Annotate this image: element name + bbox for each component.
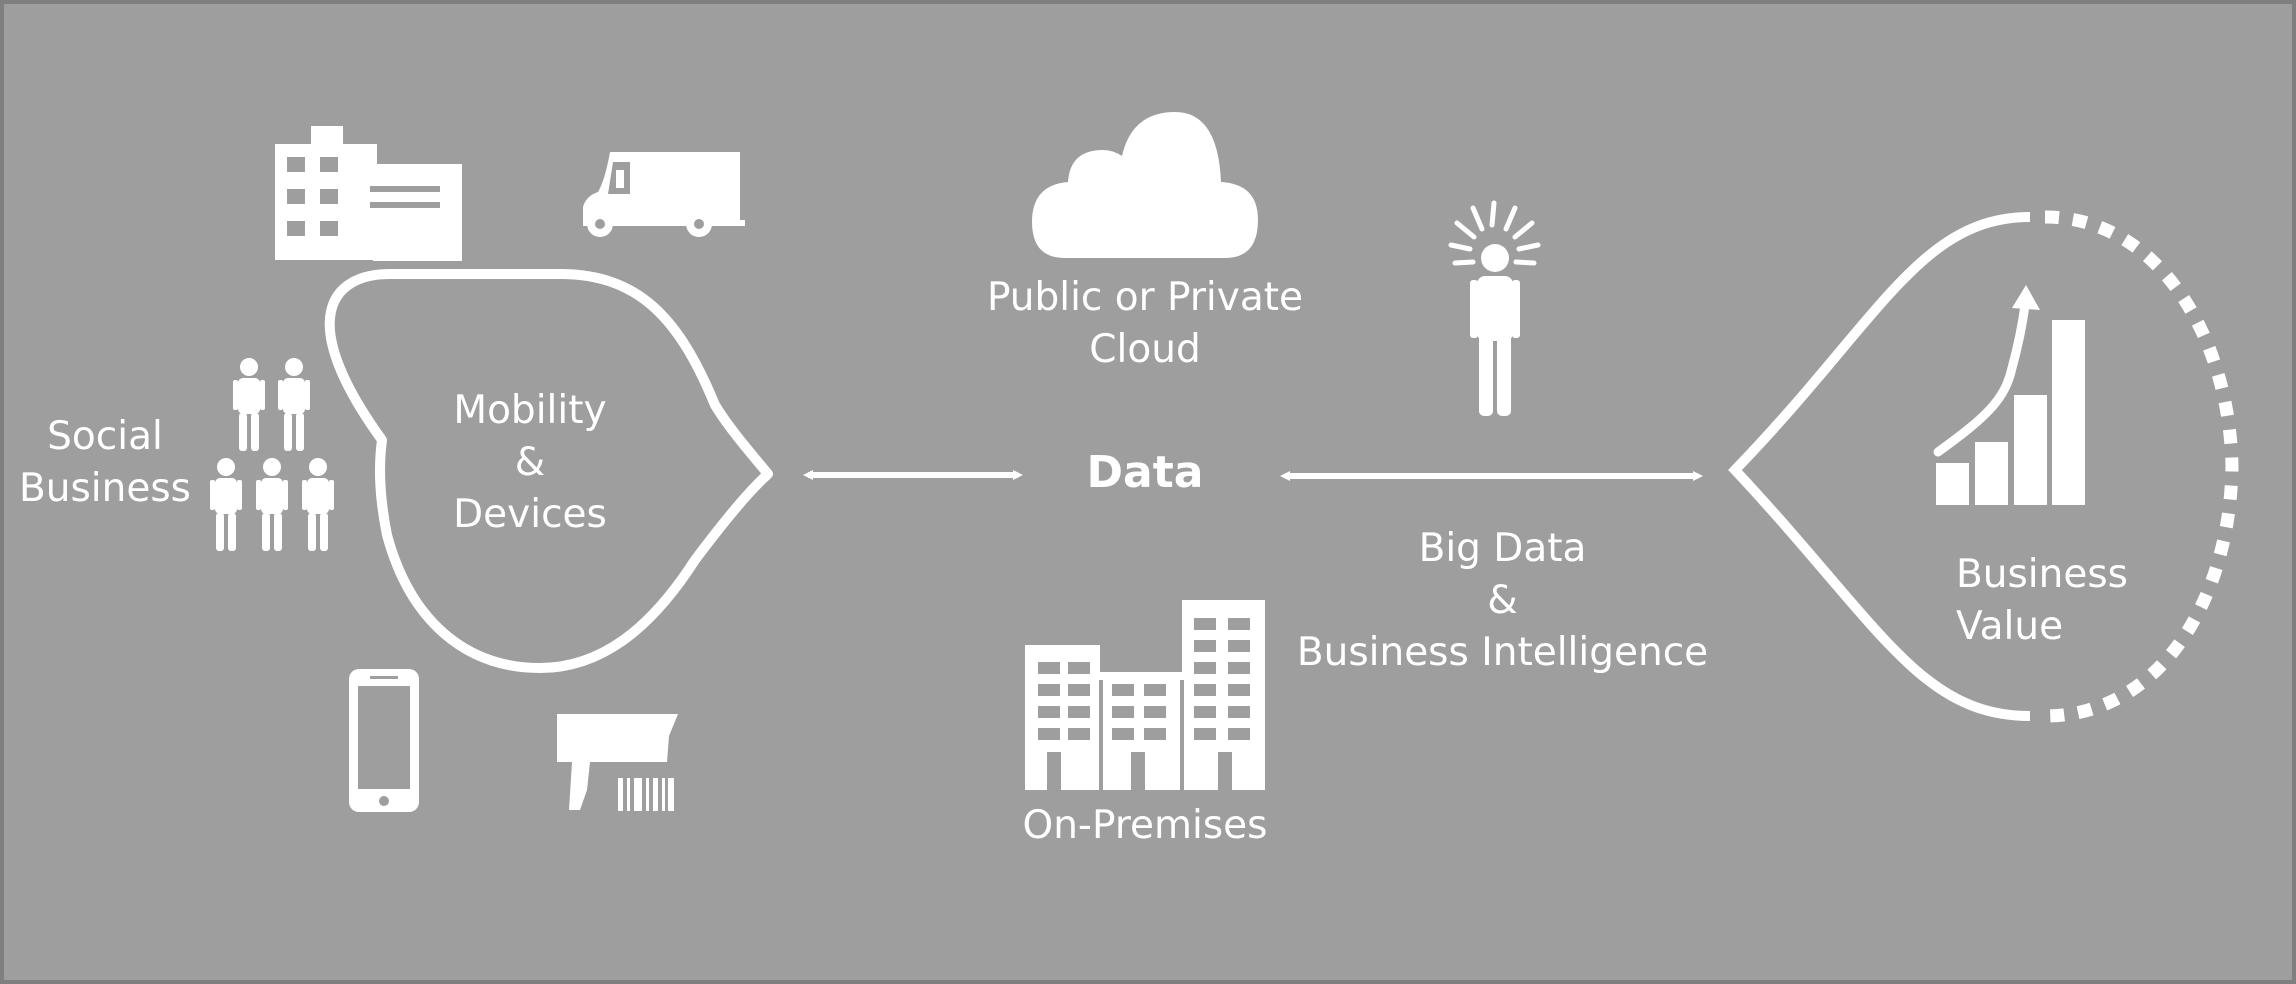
delivery-van-icon bbox=[583, 152, 745, 237]
mobility-devices-shape bbox=[324, 269, 773, 673]
social-business-line-2: Business bbox=[19, 466, 191, 511]
on-premises-label: On-Premises bbox=[1022, 803, 1268, 848]
mobility-devices-line-2: & bbox=[514, 440, 546, 485]
idea-person-icon bbox=[1448, 200, 1541, 416]
mobility-devices-label: Mobility & Devices bbox=[420, 385, 640, 541]
business-value-line-2: Value bbox=[1956, 604, 2064, 649]
business-value-line-1: Business bbox=[1956, 552, 2128, 597]
big-data-line-2: & bbox=[1487, 578, 1518, 623]
cloud-line-1: Public or Private bbox=[986, 275, 1304, 320]
data-label: Data bbox=[1086, 447, 1204, 498]
cloud-line-2: Cloud bbox=[1089, 327, 1201, 372]
factory-icon bbox=[275, 126, 462, 261]
social-business-label: Social Business bbox=[15, 411, 195, 515]
big-data-bi-label: Big Data & Business Intelligence bbox=[1295, 523, 1710, 679]
office-buildings-icon bbox=[1025, 600, 1265, 790]
mobility-devices-line-1: Mobility bbox=[453, 388, 607, 433]
business-value-shape bbox=[1728, 210, 2239, 723]
cloud-label: Public or Private Cloud bbox=[965, 272, 1325, 376]
cloud-icon bbox=[1032, 112, 1258, 258]
growth-bar-chart-icon bbox=[1933, 285, 2085, 505]
big-data-line-1: Big Data bbox=[1418, 526, 1587, 571]
barcode-scanner-icon bbox=[557, 714, 678, 811]
social-business-line-1: Social bbox=[47, 414, 163, 459]
mobility-devices-line-3: Devices bbox=[453, 492, 607, 537]
smartphone-icon bbox=[349, 669, 419, 812]
big-data-line-3: Business Intelligence bbox=[1296, 630, 1709, 675]
business-value-label: Business Value bbox=[1956, 549, 2156, 653]
